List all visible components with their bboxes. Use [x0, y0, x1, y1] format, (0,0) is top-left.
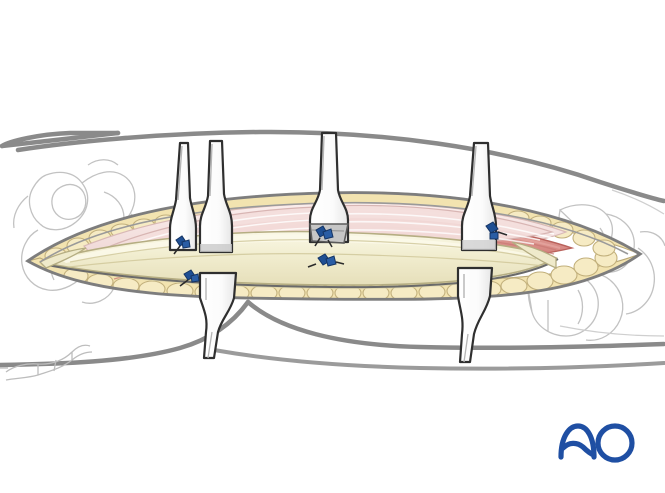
bone-proximal-tip [38, 247, 87, 269]
surgical-pin-1 [173, 235, 191, 255]
retractor-distal[interactable] [460, 141, 498, 252]
ao-logo: AO [558, 423, 635, 463]
bone-fragment-ghost-outline [0, 344, 93, 381]
muscle-sheet-right-striations [335, 212, 545, 245]
retractor-proximal-1[interactable] [168, 141, 198, 252]
retractor-central[interactable] [308, 131, 350, 244]
retractor-proximal-inferior[interactable] [198, 271, 238, 360]
surgical-pin-3 [314, 225, 334, 248]
bone-distal-tip [511, 241, 557, 269]
bone-bottom-edge [41, 258, 559, 289]
surgical-pin-5 [485, 221, 508, 240]
skin-crease-lines [559, 189, 665, 337]
retractor-proximal-2[interactable] [198, 139, 234, 254]
ao-logo-mark [558, 423, 635, 463]
retractor-distal-inferior[interactable] [456, 266, 494, 364]
surgical-pin-2 [179, 269, 200, 287]
surgical-pin-4 [307, 253, 345, 268]
